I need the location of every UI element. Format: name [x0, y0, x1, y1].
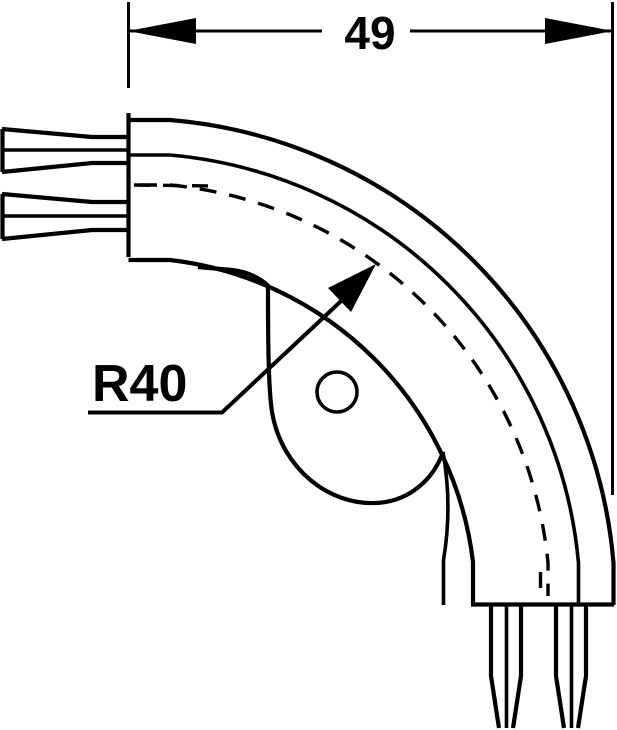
through-hole-icon	[315, 370, 359, 414]
inner-skin-contour	[441, 451, 450, 605]
left-prong-upper-top-edge	[1, 126, 128, 140]
center-lines	[133, 183, 550, 600]
hub-lobe-contour	[265, 284, 445, 506]
inner-wall-contour	[128, 257, 476, 605]
dimension-arrow-left-icon	[128, 18, 196, 44]
outer-wall-inner-contour	[128, 153, 581, 605]
outer-wall-contour	[128, 117, 616, 605]
radius-leader-line	[88, 286, 357, 415]
centerline-left-end	[133, 183, 215, 188]
bottom-prong-right-outer-edge	[553, 606, 567, 729]
radius-arrow-icon	[328, 264, 376, 312]
left-prong-lower-top-edge	[1, 191, 128, 205]
dimension-value-radius: R40	[92, 355, 187, 413]
dimension-value-width: 49	[344, 7, 395, 59]
left-prong-lower-bottom-edge	[1, 227, 128, 242]
bottom-prongs	[488, 606, 589, 729]
centerline-arc	[140, 183, 550, 596]
dimension-overall-width: 49	[127, 2, 614, 495]
left-prong-upper-bottom-edge	[1, 160, 128, 175]
bottom-prong-left-inner-edge	[510, 606, 524, 729]
dimension-arrow-right-icon	[545, 18, 613, 44]
part-body	[126, 113, 616, 607]
hub-upper-notch	[197, 264, 270, 288]
left-prongs	[0, 126, 128, 242]
bottom-prong-left-outer-edge	[488, 606, 502, 729]
dimension-bend-radius: R40	[88, 264, 376, 415]
bottom-prong-right-inner-edge	[575, 606, 589, 729]
